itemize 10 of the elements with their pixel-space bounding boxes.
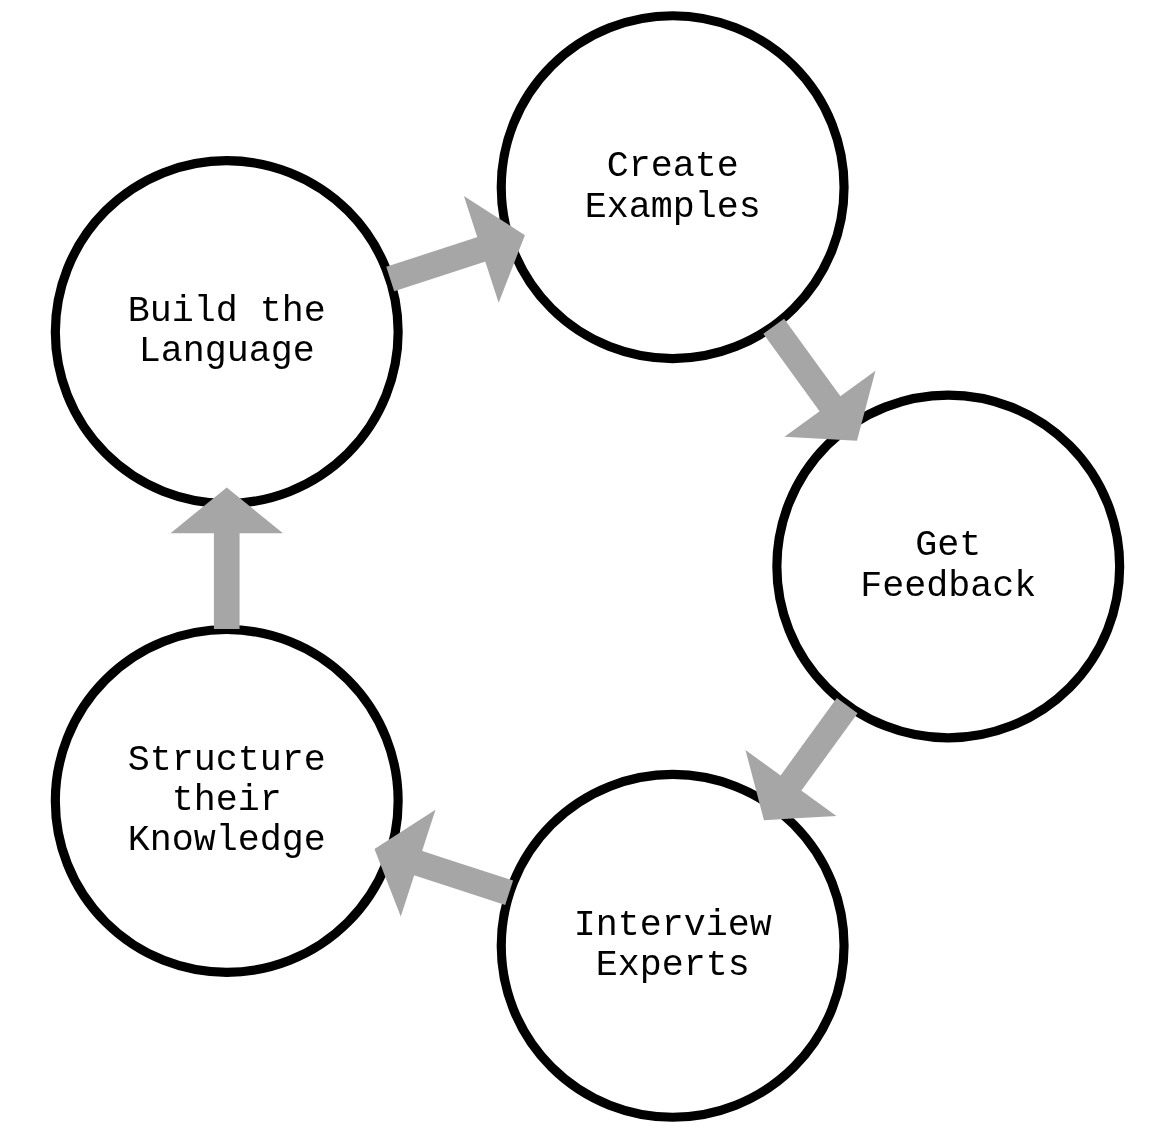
arrow xyxy=(744,698,858,821)
arrow xyxy=(385,195,525,303)
node-circle: Build the Language xyxy=(50,156,403,509)
node-circle: Structure their Knowledge xyxy=(50,624,403,977)
arrow xyxy=(762,318,875,441)
node-circle: Interview Experts xyxy=(496,769,849,1122)
arrow xyxy=(170,487,283,629)
node-circle: Create Examples xyxy=(496,11,849,364)
node-circle: Get Feedback xyxy=(771,390,1124,743)
arrow xyxy=(373,809,513,917)
